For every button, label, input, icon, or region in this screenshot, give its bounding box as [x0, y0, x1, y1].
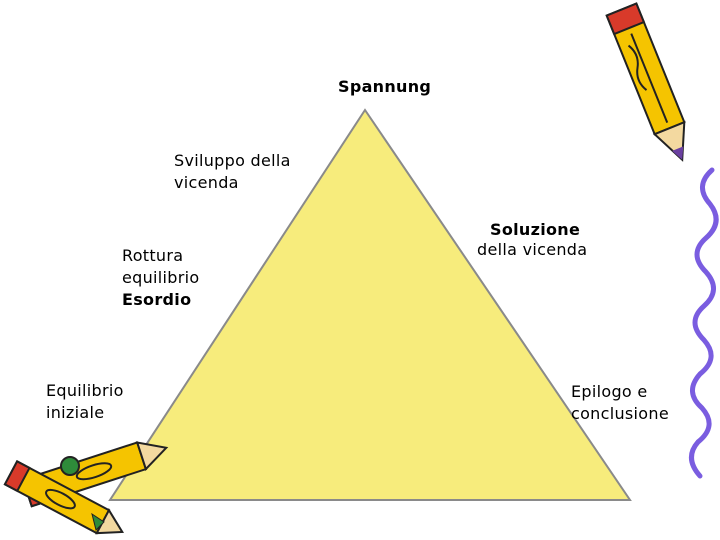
pencils-bottom-left-icon	[3, 441, 169, 535]
apex-label: Spannung	[338, 77, 432, 96]
left-bottom-label-1: Equilibrio	[46, 381, 124, 400]
right-bottom-label-2: conclusione	[571, 404, 669, 423]
left-middle-label-2: equilibrio	[122, 268, 200, 287]
left-upper-label-1: Sviluppo della	[174, 151, 291, 170]
squiggle-right-icon	[689, 167, 719, 479]
left-middle-label-1: Rottura	[122, 246, 184, 265]
right-bottom-label-1: Epilogo e	[571, 382, 648, 401]
right-middle-label-2: della vicenda	[477, 240, 588, 259]
left-upper-label-2: vicenda	[174, 173, 239, 192]
left-middle-label-3: Esordio	[122, 290, 192, 309]
story-triangle	[108, 108, 632, 501]
pencil-top-right-icon	[605, 2, 686, 162]
left-bottom-label-2: iniziale	[46, 403, 105, 422]
right-middle-label-1: Soluzione	[490, 220, 581, 239]
